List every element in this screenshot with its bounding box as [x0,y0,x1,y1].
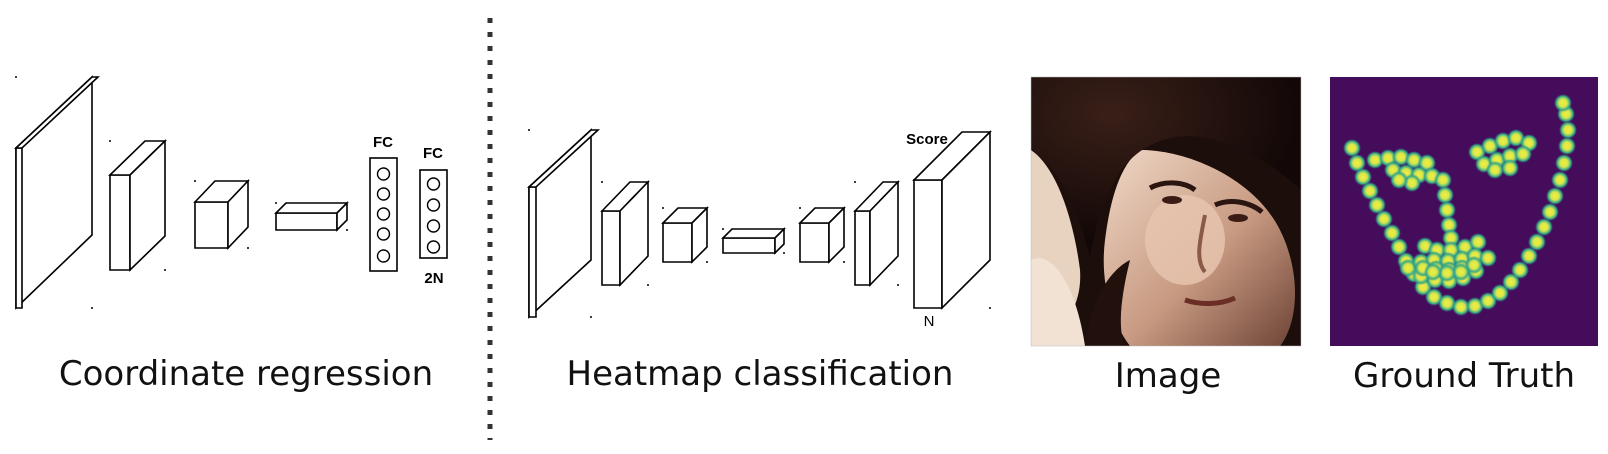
conv-layer-2 [108,139,167,272]
encoder-layer-1 [526,128,601,319]
keypoint-blob [1383,224,1401,242]
fc-node [426,177,441,191]
keypoint-blob [1486,161,1504,179]
keypoint-blob [1438,264,1456,282]
keypoint-blob [1390,171,1408,189]
keypoint-blob [1424,263,1442,281]
keypoint-blob [1438,294,1456,312]
coordinate-regression-network: FC FC 2N Coordinate regression [13,75,448,394]
fc-node [376,249,391,263]
caption-ground-truth: Ground Truth [1353,356,1575,396]
fc-node [376,167,391,181]
caption-image: Image [1115,356,1221,396]
fc-node [426,198,441,212]
fc-node [376,227,391,241]
keypoint-blob [1535,218,1553,236]
keypoint-blob [1559,121,1577,139]
caption-coordinate-regression: Coordinate regression [59,354,433,394]
keypoint-blob [1469,233,1487,251]
keypoint-blob [1501,159,1519,177]
decoder-layer-1 [798,206,846,264]
conv-layer-1 [13,75,101,310]
keypoint-blob [1368,196,1386,214]
bottleneck-layer [721,227,786,255]
output-label-2n: 2N [424,270,443,287]
fc-node [376,187,391,201]
keypoint-blob [1348,154,1366,172]
fc-label-2: FC [423,145,443,162]
keypoint-blob [1541,203,1559,221]
encoder-layer-2 [600,180,650,287]
keypoint-blob [1511,261,1529,279]
keypoint-blob [1354,168,1372,186]
fc-layer-2: FC 2N [419,145,448,287]
keypoint-blob [1554,94,1572,112]
keypoint-blob [1452,263,1470,281]
keypoint-blobs [1343,94,1577,316]
fc-label-1: FC [373,134,393,151]
score-label: Score [906,131,948,148]
output-score-layer: Score N [906,130,992,330]
conv-layer-4 [274,201,349,232]
conv-layer-3 [193,179,250,250]
keypoint-blob [1436,186,1454,204]
decoder-layer-2 [853,180,900,287]
keypoint-blob [1375,210,1393,228]
keypoint-blob [1479,249,1497,267]
fc-node [426,219,441,233]
keypoint-blob [1528,233,1546,251]
keypoint-blob [1452,298,1470,316]
keypoint-blob [1555,154,1573,172]
face-photo [1030,76,1302,347]
keypoint-blob [1361,182,1379,200]
keypoint-blob [1551,171,1569,189]
keypoint-blob [1558,137,1576,155]
keypoint-blob [1438,201,1456,219]
encoder-layer-3 [661,206,709,264]
fc-layer-1: FC [369,134,398,272]
keypoint-blob [1546,187,1564,205]
fc-node [426,240,441,254]
keypoint-blob [1434,171,1452,189]
output-label-n: N [924,313,935,330]
fc-node [376,207,391,221]
caption-heatmap-classification: Heatmap classification [567,354,954,394]
keypoint-blob [1390,238,1408,256]
heatmap-classification-network: Score N Heatmap classification [526,128,992,394]
keypoint-blob [1514,145,1532,163]
ground-truth-heatmap [1330,77,1598,346]
keypoint-blob [1520,247,1538,265]
keypoint-blob [1491,284,1509,302]
connection-dots-left [15,76,348,309]
connection-dots-right [528,129,991,318]
keypoint-blob [1343,139,1361,157]
